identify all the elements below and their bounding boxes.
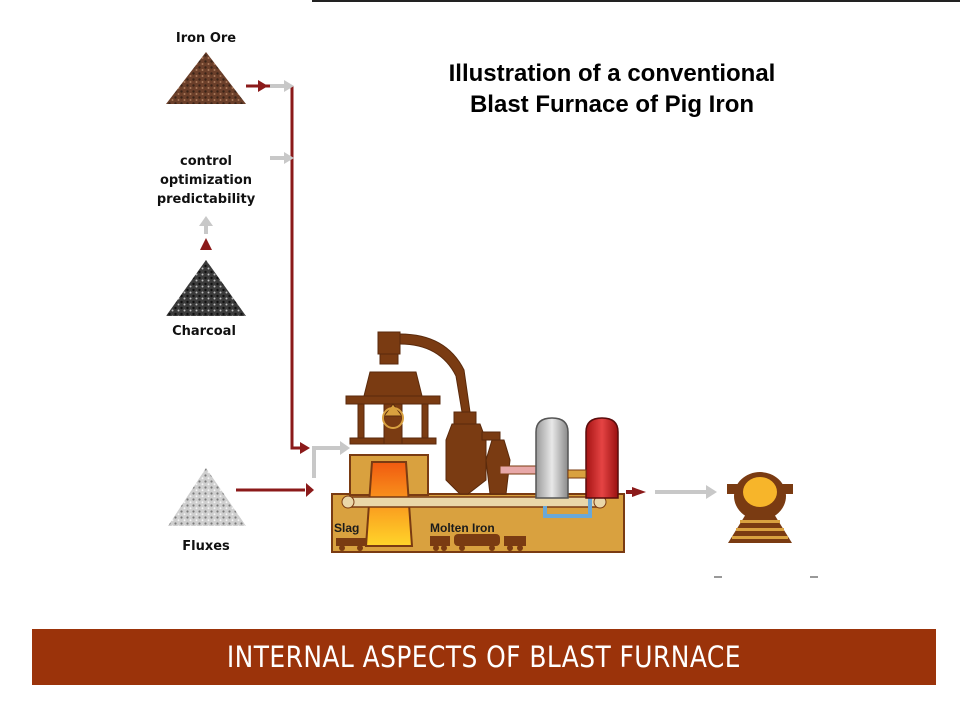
stove-grey xyxy=(535,417,569,499)
stove-link-blue xyxy=(543,494,592,518)
fluxes-pile xyxy=(168,468,246,526)
banner-text: INTERNAL ASPECTS OF BLAST FURNACE xyxy=(226,640,742,674)
benefits-list: control optimization predictability xyxy=(140,152,272,209)
ladle-rail-mark-right xyxy=(810,576,818,578)
arrow-out-red-shaft xyxy=(626,490,636,494)
charcoal-label: Charcoal xyxy=(172,324,236,339)
top-rule xyxy=(312,0,960,2)
page-title: Illustration of a conventional Blast Fur… xyxy=(372,58,852,120)
title-line-1: Illustration of a conventional xyxy=(448,60,776,87)
arrow-feed-red xyxy=(300,442,310,454)
arrow-flux-red xyxy=(306,483,314,497)
iron-ore-label: Iron Ore xyxy=(175,31,237,46)
grey-arrows xyxy=(199,80,717,499)
ladle-car xyxy=(727,472,793,543)
iron-ore-pile xyxy=(166,52,246,104)
benefit-optimization: optimization xyxy=(159,173,253,188)
slag-car xyxy=(336,538,366,551)
arrow-ore-red xyxy=(258,80,268,92)
supply-line xyxy=(236,84,305,492)
pipe-joint-left xyxy=(341,495,355,509)
molten-iron-label: Molten Iron xyxy=(430,521,495,535)
stove-link-tan xyxy=(567,469,587,479)
benefit-predictability: predictability xyxy=(156,192,256,207)
benefit-control: control xyxy=(180,154,232,169)
furnace-bell xyxy=(382,407,404,429)
fluxes-label: Fluxes xyxy=(182,539,230,554)
footer-banner: INTERNAL ASPECTS OF BLAST FURNACE xyxy=(32,629,936,685)
title-line-2: Blast Furnace of Pig Iron xyxy=(469,91,755,118)
arrow-charcoal-red xyxy=(200,238,212,250)
stove-red xyxy=(585,417,619,499)
slag-label: Slag xyxy=(334,521,359,535)
iron-cars xyxy=(430,534,526,551)
charcoal-pile xyxy=(166,260,246,316)
ladle-rail-mark-left xyxy=(714,576,722,578)
arrow-out-red xyxy=(632,487,646,497)
furnace-structure xyxy=(345,331,511,495)
